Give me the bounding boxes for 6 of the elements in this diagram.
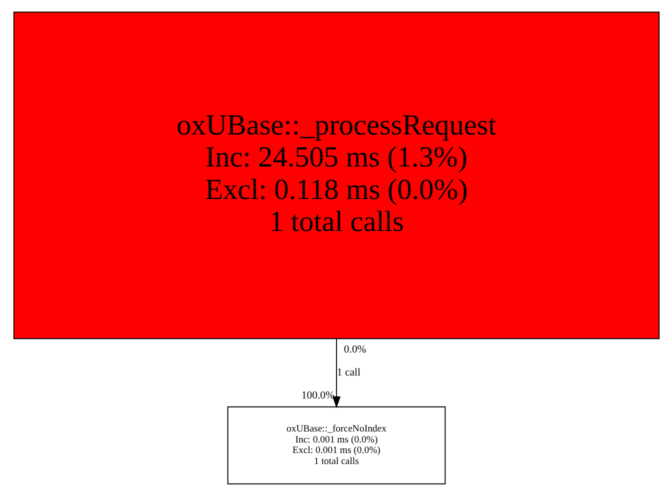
node-box: oxUBase::_forceNoIndex Inc: 0.001 ms (0.0%) Excl: 0.001 ms (0.0%) 1 total calls xyxy=(226,406,446,484)
edge-label: 1 call xyxy=(336,366,360,378)
label: 0.0% xyxy=(343,343,366,356)
label: 100.0% xyxy=(300,390,334,402)
node-box: oxUBase::_processRequest Inc: 24.505 ms (1.3%) Excl: 0.118 ms (0.0%) 1 total calls xyxy=(12,12,660,340)
arrow xyxy=(332,338,340,408)
